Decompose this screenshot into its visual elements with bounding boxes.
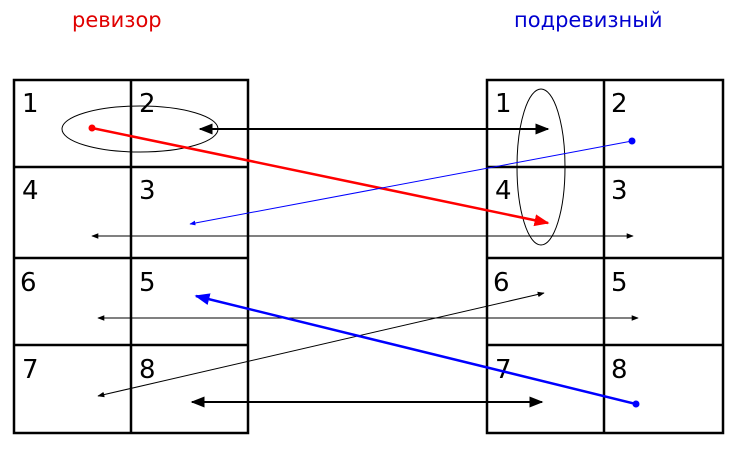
arrow-red-1-to-4 [91, 126, 550, 227]
right-cell-5: 5 [611, 268, 628, 298]
left-cell-4: 4 [22, 176, 39, 206]
left-cell-8: 8 [139, 355, 156, 385]
left-cell-7: 7 [22, 355, 39, 385]
dot-red-start [88, 124, 96, 132]
arrow-blue-8-to-5 [194, 293, 637, 406]
title-podrevizny: подревизный [514, 8, 663, 32]
grid-right: 1 2 4 3 6 5 7 8 [485, 78, 725, 435]
ellipse-right-col1 [516, 88, 566, 246]
grid-left: 1 2 4 3 6 5 7 8 [12, 78, 250, 435]
right-cell-1: 1 [495, 89, 512, 119]
left-cell-3: 3 [139, 176, 156, 206]
right-cell-8: 8 [611, 355, 628, 385]
left-cell-6: 6 [20, 268, 37, 298]
right-cell-6: 6 [493, 268, 510, 298]
right-cell-2: 2 [611, 89, 628, 119]
left-cell-1: 1 [22, 89, 39, 119]
dot-blue-start-8 [632, 400, 640, 408]
arrow-6-to-7 [97, 291, 545, 398]
right-cell-4: 4 [495, 176, 512, 206]
title-revisor: ревизор [72, 8, 162, 32]
dot-blue-start-2 [628, 137, 636, 145]
right-cell-3: 3 [611, 176, 628, 206]
left-cell-2: 2 [139, 89, 156, 119]
left-cell-5: 5 [139, 268, 156, 298]
arrow-blue-2-to-3 [189, 140, 633, 226]
